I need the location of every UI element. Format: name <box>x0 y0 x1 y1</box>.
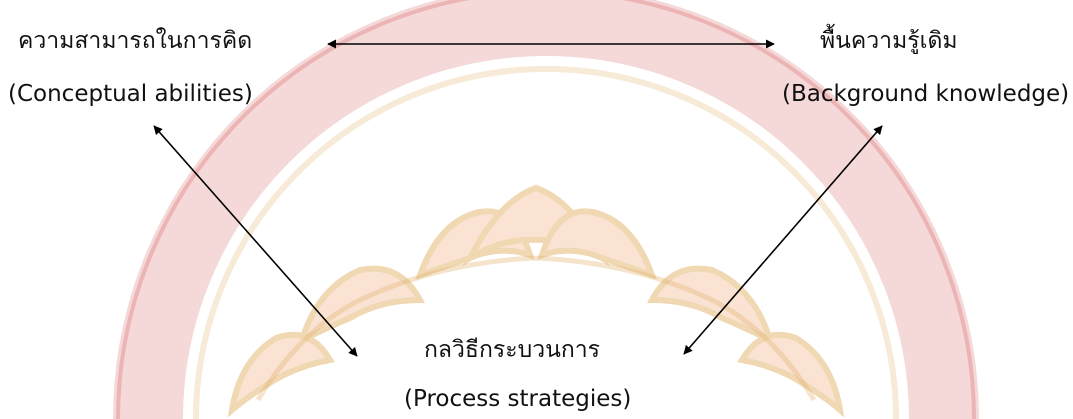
conceptual-english-label: (Conceptual abilities) <box>8 81 253 107</box>
background-thai-label: พื้นความรู้เดิม <box>820 28 958 54</box>
arrow-background-process <box>683 125 883 355</box>
background-english-label: (Background knowledge) <box>782 81 1070 107</box>
process-english-label: (Process strategies) <box>404 386 632 412</box>
arrow-conceptual-process <box>153 125 358 357</box>
conceptual-thai-label: ความสามารถในการคิด <box>18 28 253 54</box>
process-thai-label: กลวิธีกระบวนการ <box>424 337 601 363</box>
